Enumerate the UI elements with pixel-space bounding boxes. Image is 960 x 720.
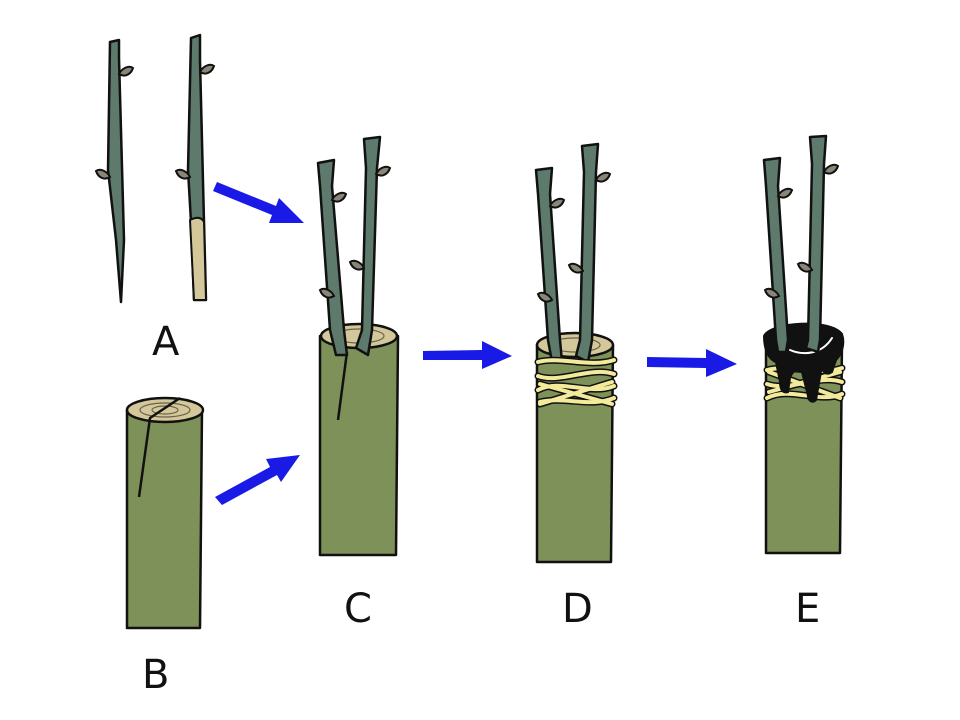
bud-icon — [549, 197, 565, 209]
arrow-c-to-d-icon — [423, 341, 512, 369]
arrow-d-to-e-icon — [647, 349, 737, 377]
rootstock-split — [125, 396, 205, 630]
label-c: C — [344, 586, 372, 632]
twine-binding — [534, 356, 618, 408]
arrow-b-to-c-icon — [215, 455, 300, 505]
bud-icon — [331, 191, 347, 203]
bud-icon — [777, 187, 793, 199]
graft-sealed — [762, 134, 846, 555]
label-e: E — [795, 586, 820, 632]
label-d: D — [562, 586, 593, 632]
bud-icon — [595, 171, 611, 183]
arrow-a-to-c-icon — [213, 182, 304, 223]
scion-cut-wedge — [175, 33, 215, 302]
graft-inserted — [316, 135, 400, 557]
bud-icon — [823, 163, 839, 175]
scion-uncut — [95, 38, 134, 304]
bud-icon — [118, 65, 134, 77]
label-b: B — [142, 652, 169, 698]
label-a: A — [152, 319, 180, 365]
bud-icon — [349, 259, 365, 271]
bud-icon — [199, 63, 215, 75]
graft-tied — [534, 142, 618, 564]
